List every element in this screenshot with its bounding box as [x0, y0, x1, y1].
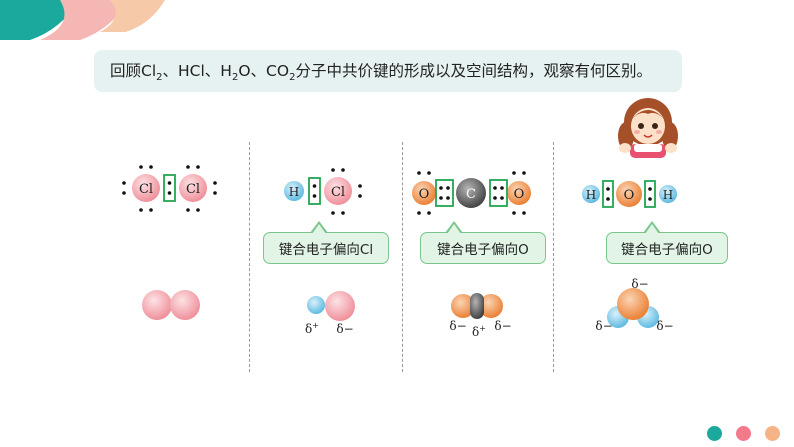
co2-model: δ− δ+ δ−	[449, 293, 512, 339]
dot-teal	[707, 426, 722, 441]
svg-text:H: H	[289, 185, 299, 199]
svg-text:Cl: Cl	[139, 182, 153, 197]
svg-text:δ−: δ−	[449, 319, 466, 333]
shared-pair-box	[644, 180, 656, 208]
h-atom	[284, 181, 304, 201]
cl-atom	[324, 177, 352, 205]
svg-text:δ−: δ−	[631, 277, 648, 291]
divider-3	[553, 142, 554, 372]
svg-text:Cl: Cl	[186, 182, 200, 197]
hcl-lewis: H Cl	[284, 168, 362, 215]
dot-pink	[736, 426, 751, 441]
svg-text:δ−: δ−	[595, 319, 612, 333]
divider-1	[249, 142, 250, 372]
shared-pair-box	[308, 177, 321, 205]
o-atom	[507, 181, 531, 205]
svg-text:δ+: δ+	[472, 324, 486, 339]
svg-text:Cl: Cl	[331, 185, 345, 200]
h2o-model: δ− δ− δ−	[595, 277, 673, 333]
decorative-dots	[707, 426, 780, 441]
divider-2	[402, 142, 403, 372]
svg-text:δ+: δ+	[305, 321, 319, 336]
question-banner: 回顾Cl2、HCl、H2O、CO2分子中共价键的形成以及空间结构，观察有何区别。	[94, 50, 682, 92]
cl-atom	[179, 174, 207, 202]
cl-atom	[132, 174, 160, 202]
cl2-lewis: Cl Cl	[122, 165, 217, 212]
co2-lewis: O C O	[412, 171, 531, 215]
corner-decoration	[0, 0, 165, 40]
shared-pair-box	[489, 179, 508, 207]
svg-text:H: H	[586, 188, 596, 202]
co2-callout: 键合电子偏向O	[420, 221, 546, 264]
svg-text:O: O	[624, 188, 635, 203]
o-atom	[412, 181, 436, 205]
h2o-lewis: H O H	[582, 180, 677, 208]
h2o-callout: 键合电子偏向O	[606, 221, 728, 264]
svg-text:δ−: δ−	[336, 322, 353, 336]
svg-text:O: O	[514, 187, 525, 202]
svg-text:O: O	[419, 187, 430, 202]
dot-peach	[765, 426, 780, 441]
svg-text:δ−: δ−	[494, 319, 511, 333]
o-atom	[616, 181, 642, 207]
svg-text:C: C	[466, 187, 476, 202]
shared-pair-box	[602, 180, 614, 208]
svg-text:H: H	[663, 188, 673, 202]
girl-illustration	[618, 98, 678, 158]
cl2-model	[142, 290, 200, 320]
svg-text:δ−: δ−	[656, 319, 673, 333]
hcl-callout: 键合电子偏向Cl	[263, 221, 389, 264]
question-text: 回顾Cl2、HCl、H2O、CO2分子中共价键的形成以及空间结构，观察有何区别。	[110, 61, 652, 84]
shared-pair-box	[163, 174, 176, 202]
h-atom	[582, 185, 600, 203]
c-atom	[456, 178, 486, 208]
hcl-model: δ+ δ−	[305, 291, 355, 336]
h-atom	[659, 185, 677, 203]
shared-pair-box	[435, 179, 454, 207]
